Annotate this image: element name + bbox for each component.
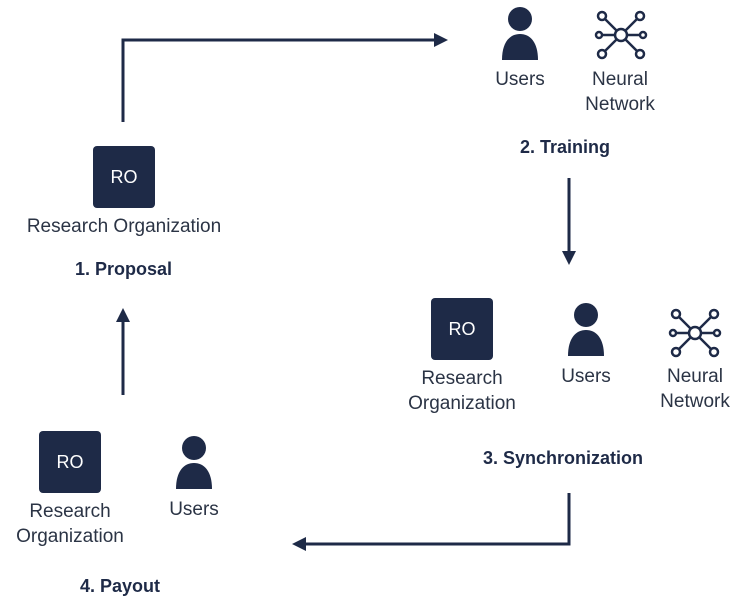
user-icon: [568, 303, 604, 356]
step-title-payout: 4. Payout: [80, 576, 161, 596]
ro-abbrev: RO: [110, 166, 138, 187]
training-network-label-line1: Neural: [592, 69, 648, 90]
ro-box-sync: RO: [431, 298, 493, 360]
proposal-actor-label: Research Organization: [26, 216, 222, 237]
ro-abbrev: RO: [56, 451, 84, 472]
training-network-label: Neural Network: [570, 67, 670, 117]
sync-network-label-line1: Neural: [667, 366, 723, 387]
payout-ro-label: Research Organization: [0, 499, 140, 549]
payout-ro-label-line1: Research: [29, 501, 111, 522]
payout-ro-label-line2: Organization: [16, 526, 124, 547]
neural-network-icon: [594, 10, 648, 60]
user-icon: [176, 436, 212, 489]
step-title-training: 2. Training: [520, 137, 611, 157]
arrowhead-to-training: [434, 33, 448, 47]
arrow-sync-to-payout: [305, 493, 571, 546]
sync-network-label: Neural Network: [645, 364, 733, 414]
training-users-label: Users: [495, 69, 545, 90]
step-title-proposal: 1. Proposal: [75, 259, 173, 279]
step-title-synchronization: 3. Synchronization: [483, 448, 644, 468]
training-network-label-line2: Network: [585, 94, 655, 115]
arrowhead-to-proposal: [116, 308, 130, 322]
sync-users-label: Users: [561, 366, 611, 387]
sync-network-label-line2: Network: [660, 391, 730, 412]
payout-users-label: Users: [169, 499, 219, 520]
neural-network-icon: [668, 308, 722, 358]
sync-ro-label-line2: Organization: [408, 393, 516, 414]
sync-ro-label: Research Organization: [392, 366, 532, 416]
arrowhead-to-sync: [562, 251, 576, 265]
ro-box-payout: RO: [39, 431, 101, 493]
sync-ro-label-line1: Research: [421, 368, 503, 389]
ro-box-proposal: RO: [93, 146, 155, 208]
arrowhead-to-payout: [292, 537, 306, 551]
user-icon: [502, 7, 538, 60]
arrow-proposal-to-training: [121, 38, 438, 122]
ro-abbrev: RO: [448, 318, 476, 339]
